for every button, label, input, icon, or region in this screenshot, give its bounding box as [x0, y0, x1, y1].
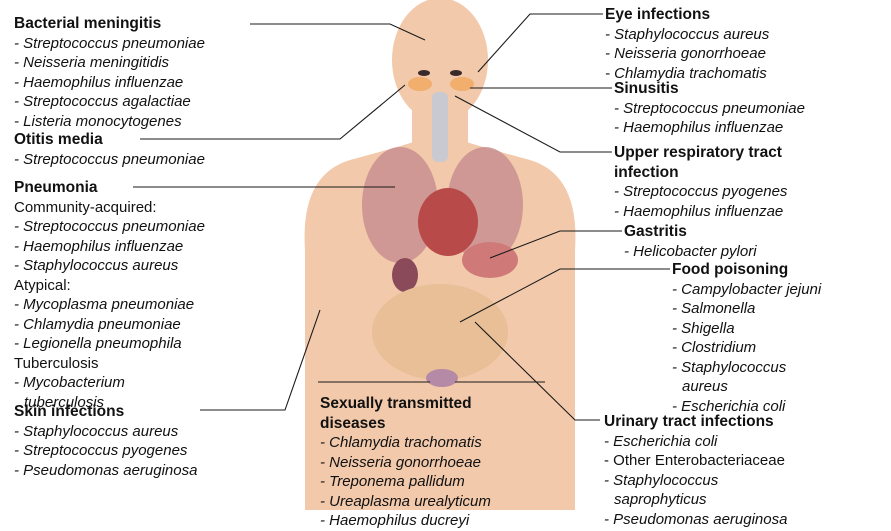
- list-item: - Neisseria gonorrhoeae: [320, 453, 491, 473]
- list-item: - Treponema pallidum: [320, 472, 491, 492]
- upper-respiratory-group: Upper respiratory tract infection - Stre…: [614, 143, 787, 221]
- atypical-label: Atypical:: [14, 276, 205, 296]
- list-item: - Haemophilus influenzae: [14, 237, 205, 257]
- list-item: - Pseudomonas aeruginosa: [604, 510, 787, 530]
- list-item: - Clostridium: [672, 338, 821, 358]
- upper-respiratory-title-line2: infection: [614, 163, 787, 183]
- list-item: - Other Enterobacteriaceae: [604, 451, 787, 471]
- otitis-media-title: Otitis media: [14, 130, 205, 150]
- sexually-transmitted-group: Sexually transmitted diseases - Chlamydi…: [320, 394, 491, 531]
- list-item: - Shigella: [672, 319, 821, 339]
- list-item: - Campylobacter jejuni: [672, 280, 821, 300]
- list-item: - Haemophilus influenzae: [14, 73, 205, 93]
- bacterial-meningitis-title: Bacterial meningitis: [14, 14, 205, 34]
- sexually-transmitted-title-line1: Sexually transmitted: [320, 394, 491, 414]
- list-item: - Streptococcus pneumoniae: [14, 217, 205, 237]
- list-item: - Streptococcus pneumoniae: [614, 99, 805, 119]
- eye-infections-title: Eye infections: [605, 5, 769, 25]
- list-item: - Staphylococcus: [604, 471, 787, 491]
- list-item: - Listeria monocytogenes: [14, 112, 205, 132]
- eye-infections-group: Eye infections - Staphylococcus aureus -…: [605, 5, 769, 83]
- food-poisoning-group: Food poisoning - Campylobacter jejuni - …: [672, 260, 821, 416]
- gastritis-title: Gastritis: [624, 222, 757, 242]
- pneumonia-group: Pneumonia Community-acquired: - Streptoc…: [14, 178, 205, 412]
- list-item: - Streptococcus agalactiae: [14, 92, 205, 112]
- list-item: - Salmonella: [672, 299, 821, 319]
- list-item: - Chlamydia trachomatis: [320, 433, 491, 453]
- list-item: saprophyticus: [604, 490, 787, 510]
- list-item: - Ureaplasma urealyticum: [320, 492, 491, 512]
- list-item: - Neisseria gonorrhoeae: [605, 44, 769, 64]
- urinary-tract-group: Urinary tract infections - Escherichia c…: [604, 412, 787, 529]
- pneumonia-title: Pneumonia: [14, 178, 205, 198]
- list-item: - Haemophilus influenzae: [614, 118, 805, 138]
- stomach: [462, 242, 518, 278]
- list-item: - Haemophilus influenzae: [614, 202, 787, 222]
- list-item: - Neisseria meningitidis: [14, 53, 205, 73]
- list-item: - Streptococcus pyogenes: [14, 441, 197, 461]
- list-item: - Staphylococcus aureus: [605, 25, 769, 45]
- list-item: - Streptococcus pneumoniae: [14, 34, 205, 54]
- list-item: - Staphylococcus: [672, 358, 821, 378]
- list-item: - Chlamydia pneumoniae: [14, 315, 205, 335]
- sinusitis-title: Sinusitis: [614, 79, 805, 99]
- list-item: - Staphylococcus aureus: [14, 256, 205, 276]
- community-acquired-label: Community-acquired:: [14, 198, 205, 218]
- skin-infections-group: Skin infections - Staphylococcus aureus …: [14, 402, 197, 480]
- tuberculosis-label: Tuberculosis: [14, 354, 205, 374]
- list-item: - Streptococcus pneumoniae: [14, 150, 205, 170]
- heart: [418, 188, 478, 256]
- intestines: [372, 284, 508, 380]
- bladder: [426, 369, 458, 387]
- kidney: [392, 258, 418, 292]
- upper-respiratory-title-line1: Upper respiratory tract: [614, 143, 787, 163]
- list-item: - Escherichia coli: [604, 432, 787, 452]
- otitis-media-group: Otitis media - Streptococcus pneumoniae: [14, 130, 205, 169]
- list-item: - Pseudomonas aeruginosa: [14, 461, 197, 481]
- list-item: - Mycoplasma pneumoniae: [14, 295, 205, 315]
- sinusitis-group: Sinusitis - Streptococcus pneumoniae - H…: [614, 79, 805, 138]
- gastritis-group: Gastritis - Helicobacter pylori: [624, 222, 757, 261]
- skin-infections-title: Skin infections: [14, 402, 197, 422]
- bacterial-meningitis-group: Bacterial meningitis - Streptococcus pne…: [14, 14, 205, 131]
- urinary-tract-title: Urinary tract infections: [604, 412, 787, 432]
- list-item: - Mycobacterium: [14, 373, 205, 393]
- list-item: aureus: [672, 377, 821, 397]
- list-item: - Helicobacter pylori: [624, 242, 757, 262]
- list-item: - Legionella pneumophila: [14, 334, 205, 354]
- list-item: - Haemophilus ducreyi: [320, 511, 491, 531]
- sexually-transmitted-title-line2: diseases: [320, 414, 491, 434]
- food-poisoning-title: Food poisoning: [672, 260, 821, 280]
- list-item: - Staphylococcus aureus: [14, 422, 197, 442]
- list-item: - Streptococcus pyogenes: [614, 182, 787, 202]
